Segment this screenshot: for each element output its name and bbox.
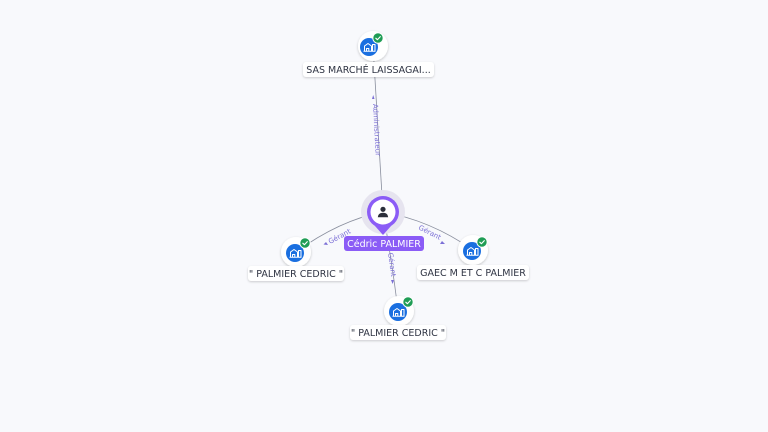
- check-badge-icon: [372, 32, 384, 44]
- company-node-palmier-left[interactable]: " PALMIER CEDRIC ": [248, 237, 344, 281]
- arrow-head-gerant-left: [323, 242, 328, 245]
- company-label-sas: SAS MARCHÉ LAISSAGAI...: [306, 64, 430, 76]
- building-icon: [389, 303, 407, 321]
- company-label-palmier-left: " PALMIER CEDRIC ": [249, 269, 343, 280]
- company-label-palmier-bottom: " PALMIER CEDRIC ": [351, 328, 445, 339]
- arrow-head-gerant-right: [440, 241, 445, 244]
- arrow-head-gerant-bottom: [391, 280, 394, 284]
- person-icon: [377, 206, 389, 218]
- company-node-gaec[interactable]: GAEC M ET C PALMIER: [417, 235, 529, 280]
- check-badge-icon: [299, 237, 311, 249]
- building-icon: [286, 244, 304, 262]
- person-node[interactable]: Cédric PALMIER: [344, 190, 424, 251]
- edge-label-gerant-bottom: Gérant: [386, 252, 397, 277]
- company-label-gaec: GAEC M ET C PALMIER: [420, 268, 526, 279]
- building-icon: [360, 38, 378, 56]
- person-name-label: Cédric PALMIER: [347, 239, 421, 250]
- check-badge-icon: [476, 236, 488, 248]
- edge-label-administrateur: Administrateur: [371, 104, 382, 157]
- check-badge-icon: [402, 296, 414, 308]
- building-icon: [463, 242, 481, 260]
- arrow-head-administrateur: [372, 95, 375, 99]
- company-node-palmier-bottom[interactable]: " PALMIER CEDRIC ": [350, 296, 446, 340]
- company-node-sas[interactable]: SAS MARCHÉ LAISSAGAI...: [303, 31, 434, 77]
